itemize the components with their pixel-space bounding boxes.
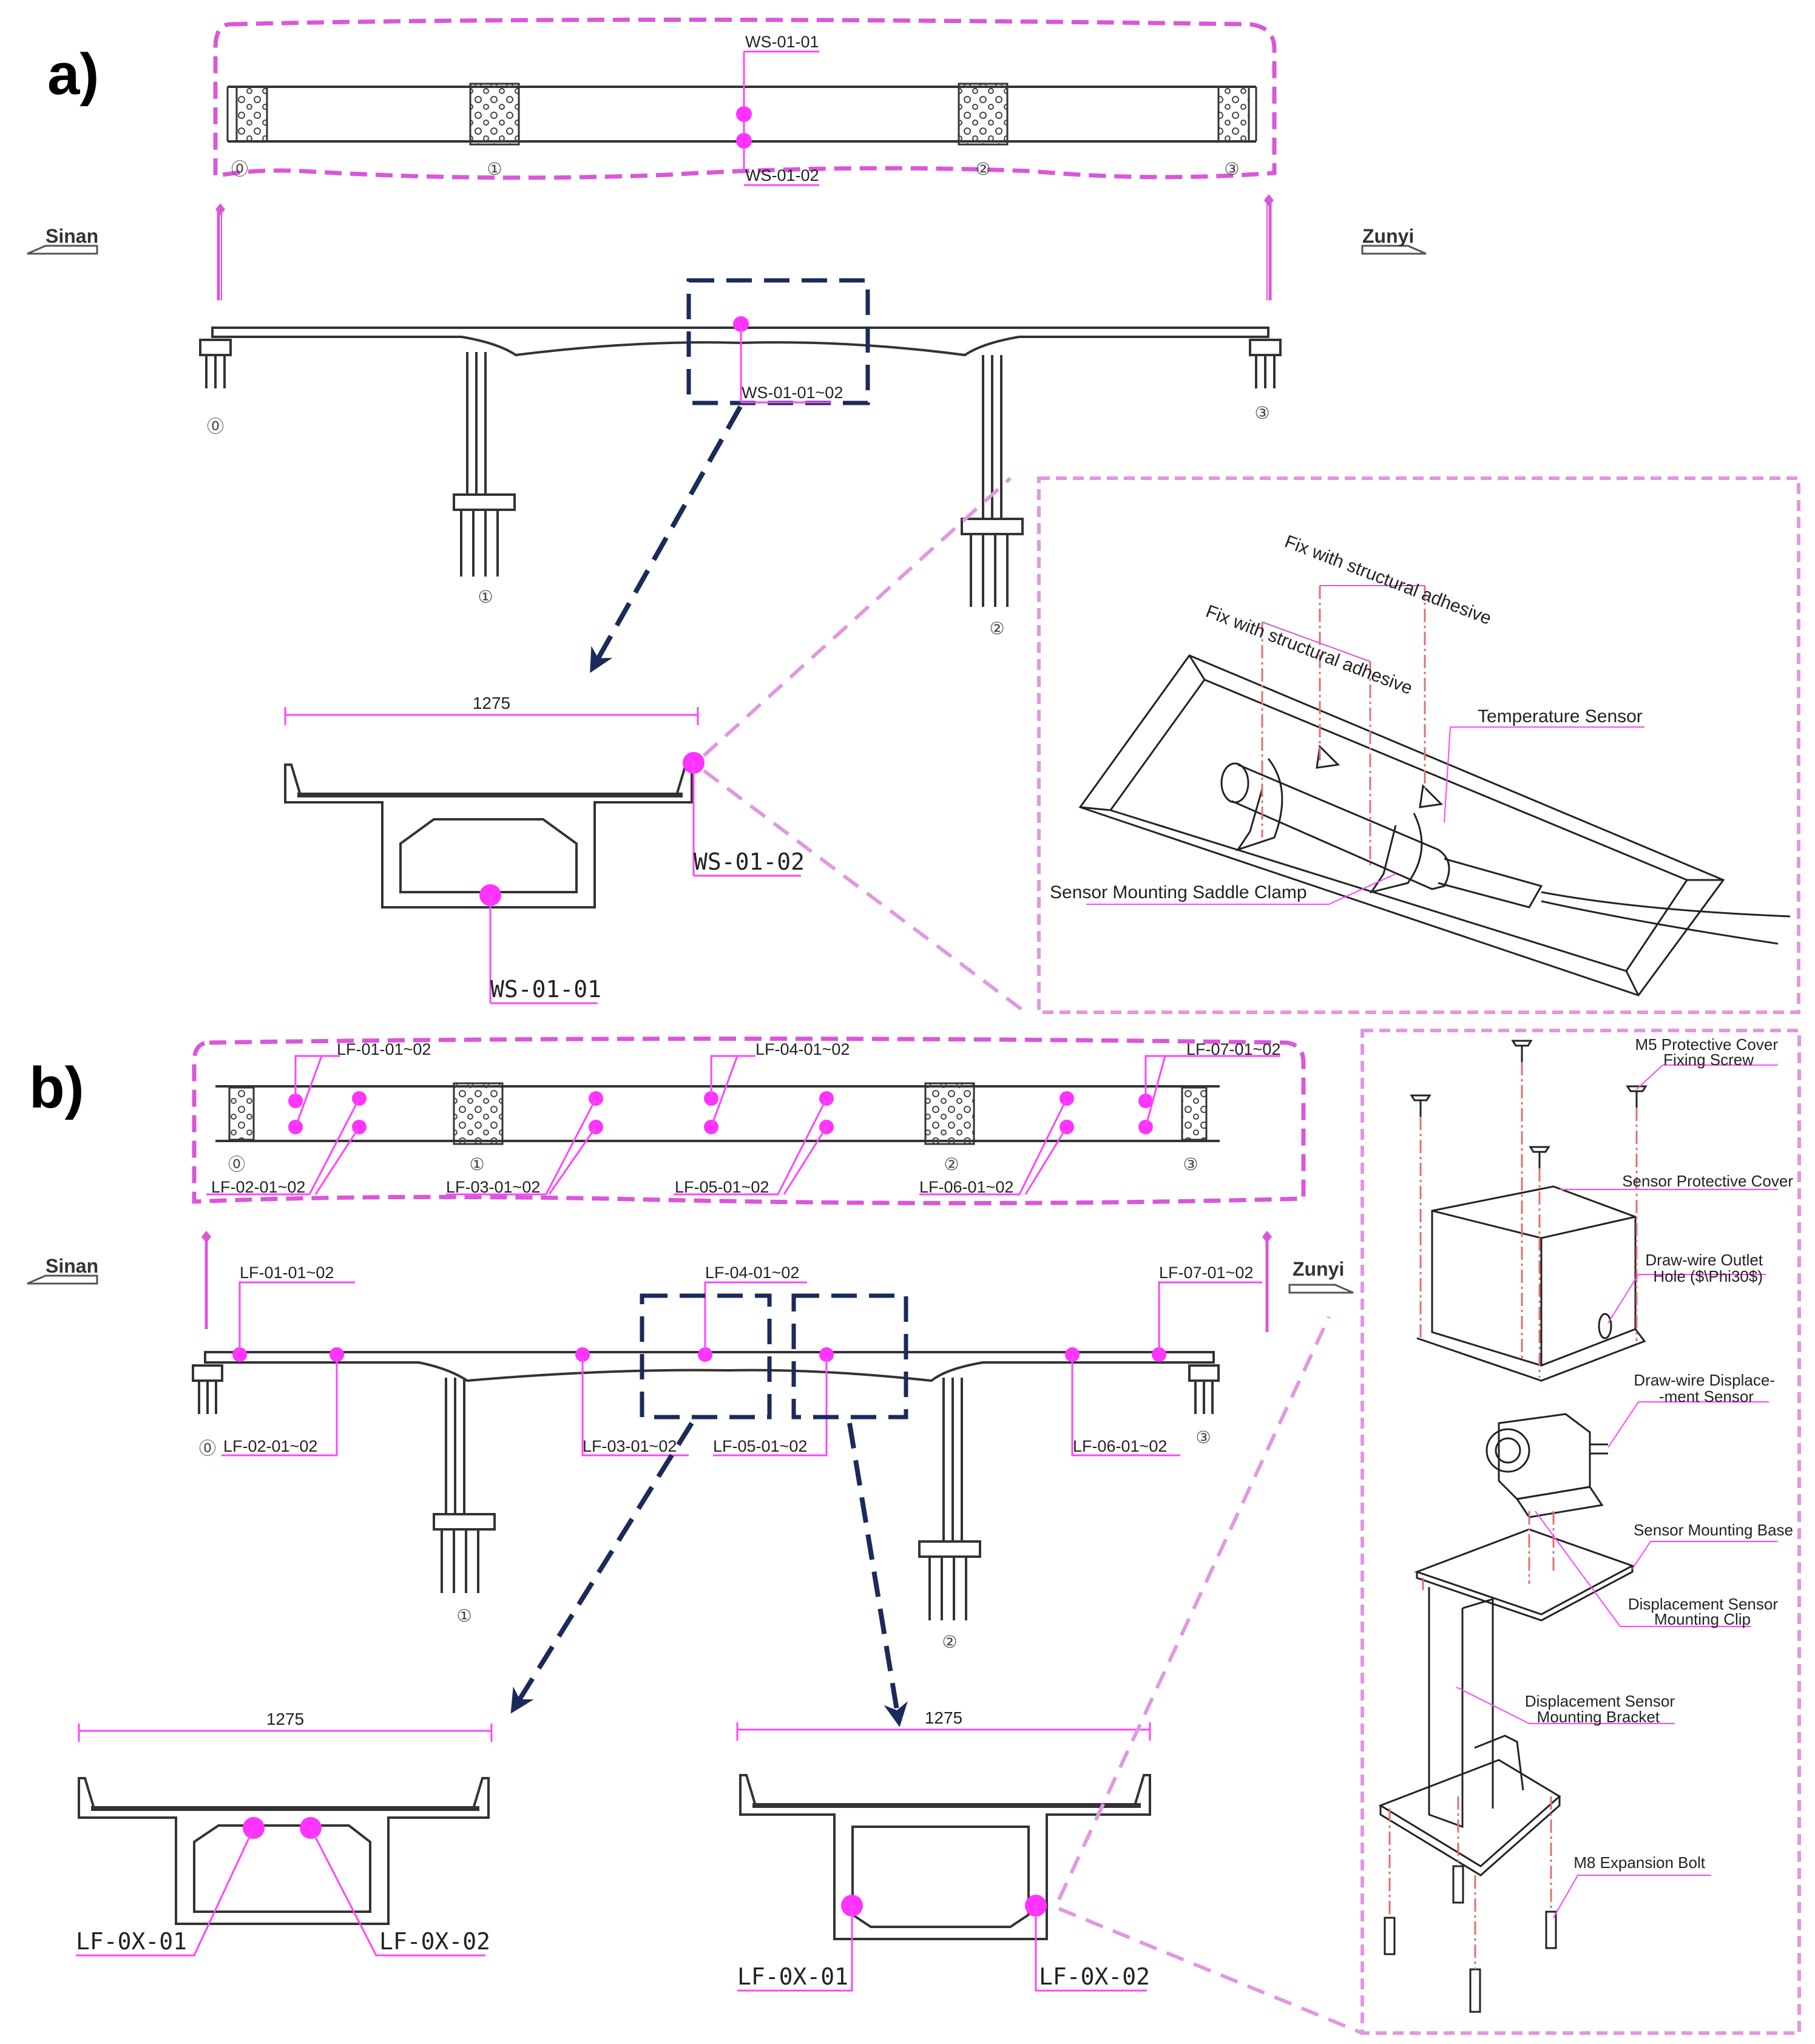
plan-b-pier-0: ⓪ xyxy=(228,1155,245,1174)
panel-b-label: b) xyxy=(29,1055,84,1120)
section-a-label-bottom: WS-01-01 xyxy=(490,976,601,1003)
detail-box-b xyxy=(1360,1029,1801,2035)
section-b2 xyxy=(736,1722,1151,1940)
section-a xyxy=(284,707,699,909)
plan-b-pier-3: ③ xyxy=(1183,1155,1198,1174)
section-b1-label-right: LF-0X-02 xyxy=(379,1928,490,1955)
elev-b-label-lf03: LF-03-01~02 xyxy=(583,1437,677,1455)
elev-b-label-lf04: LF-04-01~02 xyxy=(705,1264,799,1282)
elev-b-pier-0: ⓪ xyxy=(199,1439,216,1458)
plan-a-sensor-ws0101 xyxy=(736,106,752,122)
elev-a-pier-3: ③ xyxy=(1254,404,1269,422)
section-a-width: 1275 xyxy=(473,694,510,712)
elev-b-pier-2: ② xyxy=(942,1633,957,1651)
plan-b-label-lf04: LF-04-01~02 xyxy=(755,1040,850,1058)
callout-arrow-a xyxy=(590,405,743,673)
plan-b-label-lf07: LF-07-01~02 xyxy=(1186,1040,1280,1058)
plan-a-top-label: WS-01-01 xyxy=(745,33,819,51)
plan-a-pier-0: ⓪ xyxy=(231,160,248,178)
callout-arrow-b1 xyxy=(510,1421,694,1714)
detail-b-clip-1: Displacement Sensor xyxy=(1628,1595,1778,1613)
detail-b-base: Sensor Mounting Base xyxy=(1634,1521,1793,1539)
plan-b-label-lf03: LF-03-01~02 xyxy=(446,1178,540,1196)
plan-b-label-lf02: LF-02-01~02 xyxy=(211,1178,305,1196)
plan-b-label-lf06: LF-06-01~02 xyxy=(919,1178,1013,1196)
direction-left-a: Sinan xyxy=(46,225,98,247)
elevation-b xyxy=(192,1351,1220,1620)
plan-a-frame xyxy=(213,18,1277,180)
elev-a-pier-0: ⓪ xyxy=(207,417,224,436)
callout-arrow-b2 xyxy=(847,1423,908,1727)
callout-box-b1 xyxy=(640,1293,772,1420)
section-b1-width: 1275 xyxy=(266,1710,304,1728)
detail-b-screw-2: Fixing Screw xyxy=(1663,1051,1754,1069)
detail-a-adhesive-2: Fix with structural adhesive xyxy=(1203,601,1415,699)
detail-b-outlet-2: Hole ($\Phi30$) xyxy=(1653,1267,1763,1285)
elev-b-label-lf01: LF-01-01~02 xyxy=(240,1264,334,1282)
direction-left-b: Sinan xyxy=(46,1255,98,1277)
elev-b-pier-3: ③ xyxy=(1195,1428,1211,1447)
detail-b-cover: Sensor Protective Cover xyxy=(1622,1172,1793,1190)
detail-a-saddle-clamp: Sensor Mounting Saddle Clamp xyxy=(1050,882,1307,902)
detail-a-temperature-sensor: Temperature Sensor xyxy=(1478,706,1643,726)
direction-arrow-left-b xyxy=(27,1274,98,1285)
detail-b-bracket-1: Displacement Sensor xyxy=(1525,1692,1675,1710)
section-b2-width: 1275 xyxy=(925,1708,962,1727)
section-b2-label-right: LF-0X-02 xyxy=(1039,1963,1150,1990)
elev-b-pier-1: ① xyxy=(456,1606,471,1625)
detail-b-sensor-2: -ment Sensor xyxy=(1659,1387,1754,1406)
direction-arrow-right-b xyxy=(1288,1284,1354,1294)
elev-a-pier-1: ① xyxy=(478,587,493,606)
section-a-label-top: WS-01-02 xyxy=(694,848,805,875)
section-b1-label-left: LF-0X-01 xyxy=(76,1928,187,1955)
elev-b-label-lf05: LF-05-01~02 xyxy=(713,1437,807,1455)
plan-b-pier-1: ① xyxy=(469,1155,484,1174)
elev-a-pier-2: ② xyxy=(989,619,1004,638)
direction-right-a: Zunyi xyxy=(1362,225,1414,247)
direction-arrow-right-a xyxy=(1361,245,1427,255)
elev-b-sensors xyxy=(232,1347,1166,1362)
elev-b-label-lf02: LF-02-01~02 xyxy=(223,1437,317,1455)
detail-b-bracket-2: Mounting Bracket xyxy=(1537,1708,1660,1726)
plan-a-bottom-label: WS-01-02 xyxy=(745,166,819,184)
plan-b-pier-2: ② xyxy=(944,1155,959,1174)
plan-b-label-lf05: LF-05-01~02 xyxy=(675,1178,769,1196)
callout-box-b2 xyxy=(791,1293,908,1420)
detail-a-adhesive-1: Fix with structural adhesive xyxy=(1282,532,1494,629)
detail-b-sensor-1: Draw-wire Displace- xyxy=(1634,1371,1775,1389)
plan-a-pier-3: ③ xyxy=(1224,160,1239,178)
plan-b-label-lf01: LF-01-01~02 xyxy=(337,1040,431,1058)
detail-b-outlet-1: Draw-wire Outlet xyxy=(1645,1251,1763,1269)
direction-arrow-left-a xyxy=(27,245,98,255)
plan-a-pier-1: ① xyxy=(487,160,502,178)
plan-a-pier-2: ② xyxy=(975,160,990,178)
section-b1 xyxy=(78,1724,493,1925)
plan-b xyxy=(215,1082,1220,1145)
elev-a-label: WS-01-01~02 xyxy=(742,384,843,402)
direction-right-b: Zunyi xyxy=(1293,1258,1344,1280)
detail-b-screw-1: M5 Protective Cover xyxy=(1635,1035,1778,1054)
plan-a-sensor-ws0102 xyxy=(736,133,752,149)
detail-b-bolt: M8 Expansion Bolt xyxy=(1573,1853,1706,1872)
section-b2-label-left: LF-0X-01 xyxy=(737,1963,848,1990)
detail-box-a xyxy=(1037,476,1800,1014)
temperature-sensor-detail xyxy=(1078,654,1791,997)
elev-b-label-lf06: LF-06-01~02 xyxy=(1073,1437,1167,1455)
elev-b-label-lf07: LF-07-01~02 xyxy=(1159,1264,1253,1282)
plan-b-sensors xyxy=(288,1091,1153,1134)
plan-b-frame xyxy=(192,1037,1306,1205)
detail-b-clip-2: Mounting Clip xyxy=(1654,1610,1751,1628)
panel-a-label: a) xyxy=(47,42,99,107)
